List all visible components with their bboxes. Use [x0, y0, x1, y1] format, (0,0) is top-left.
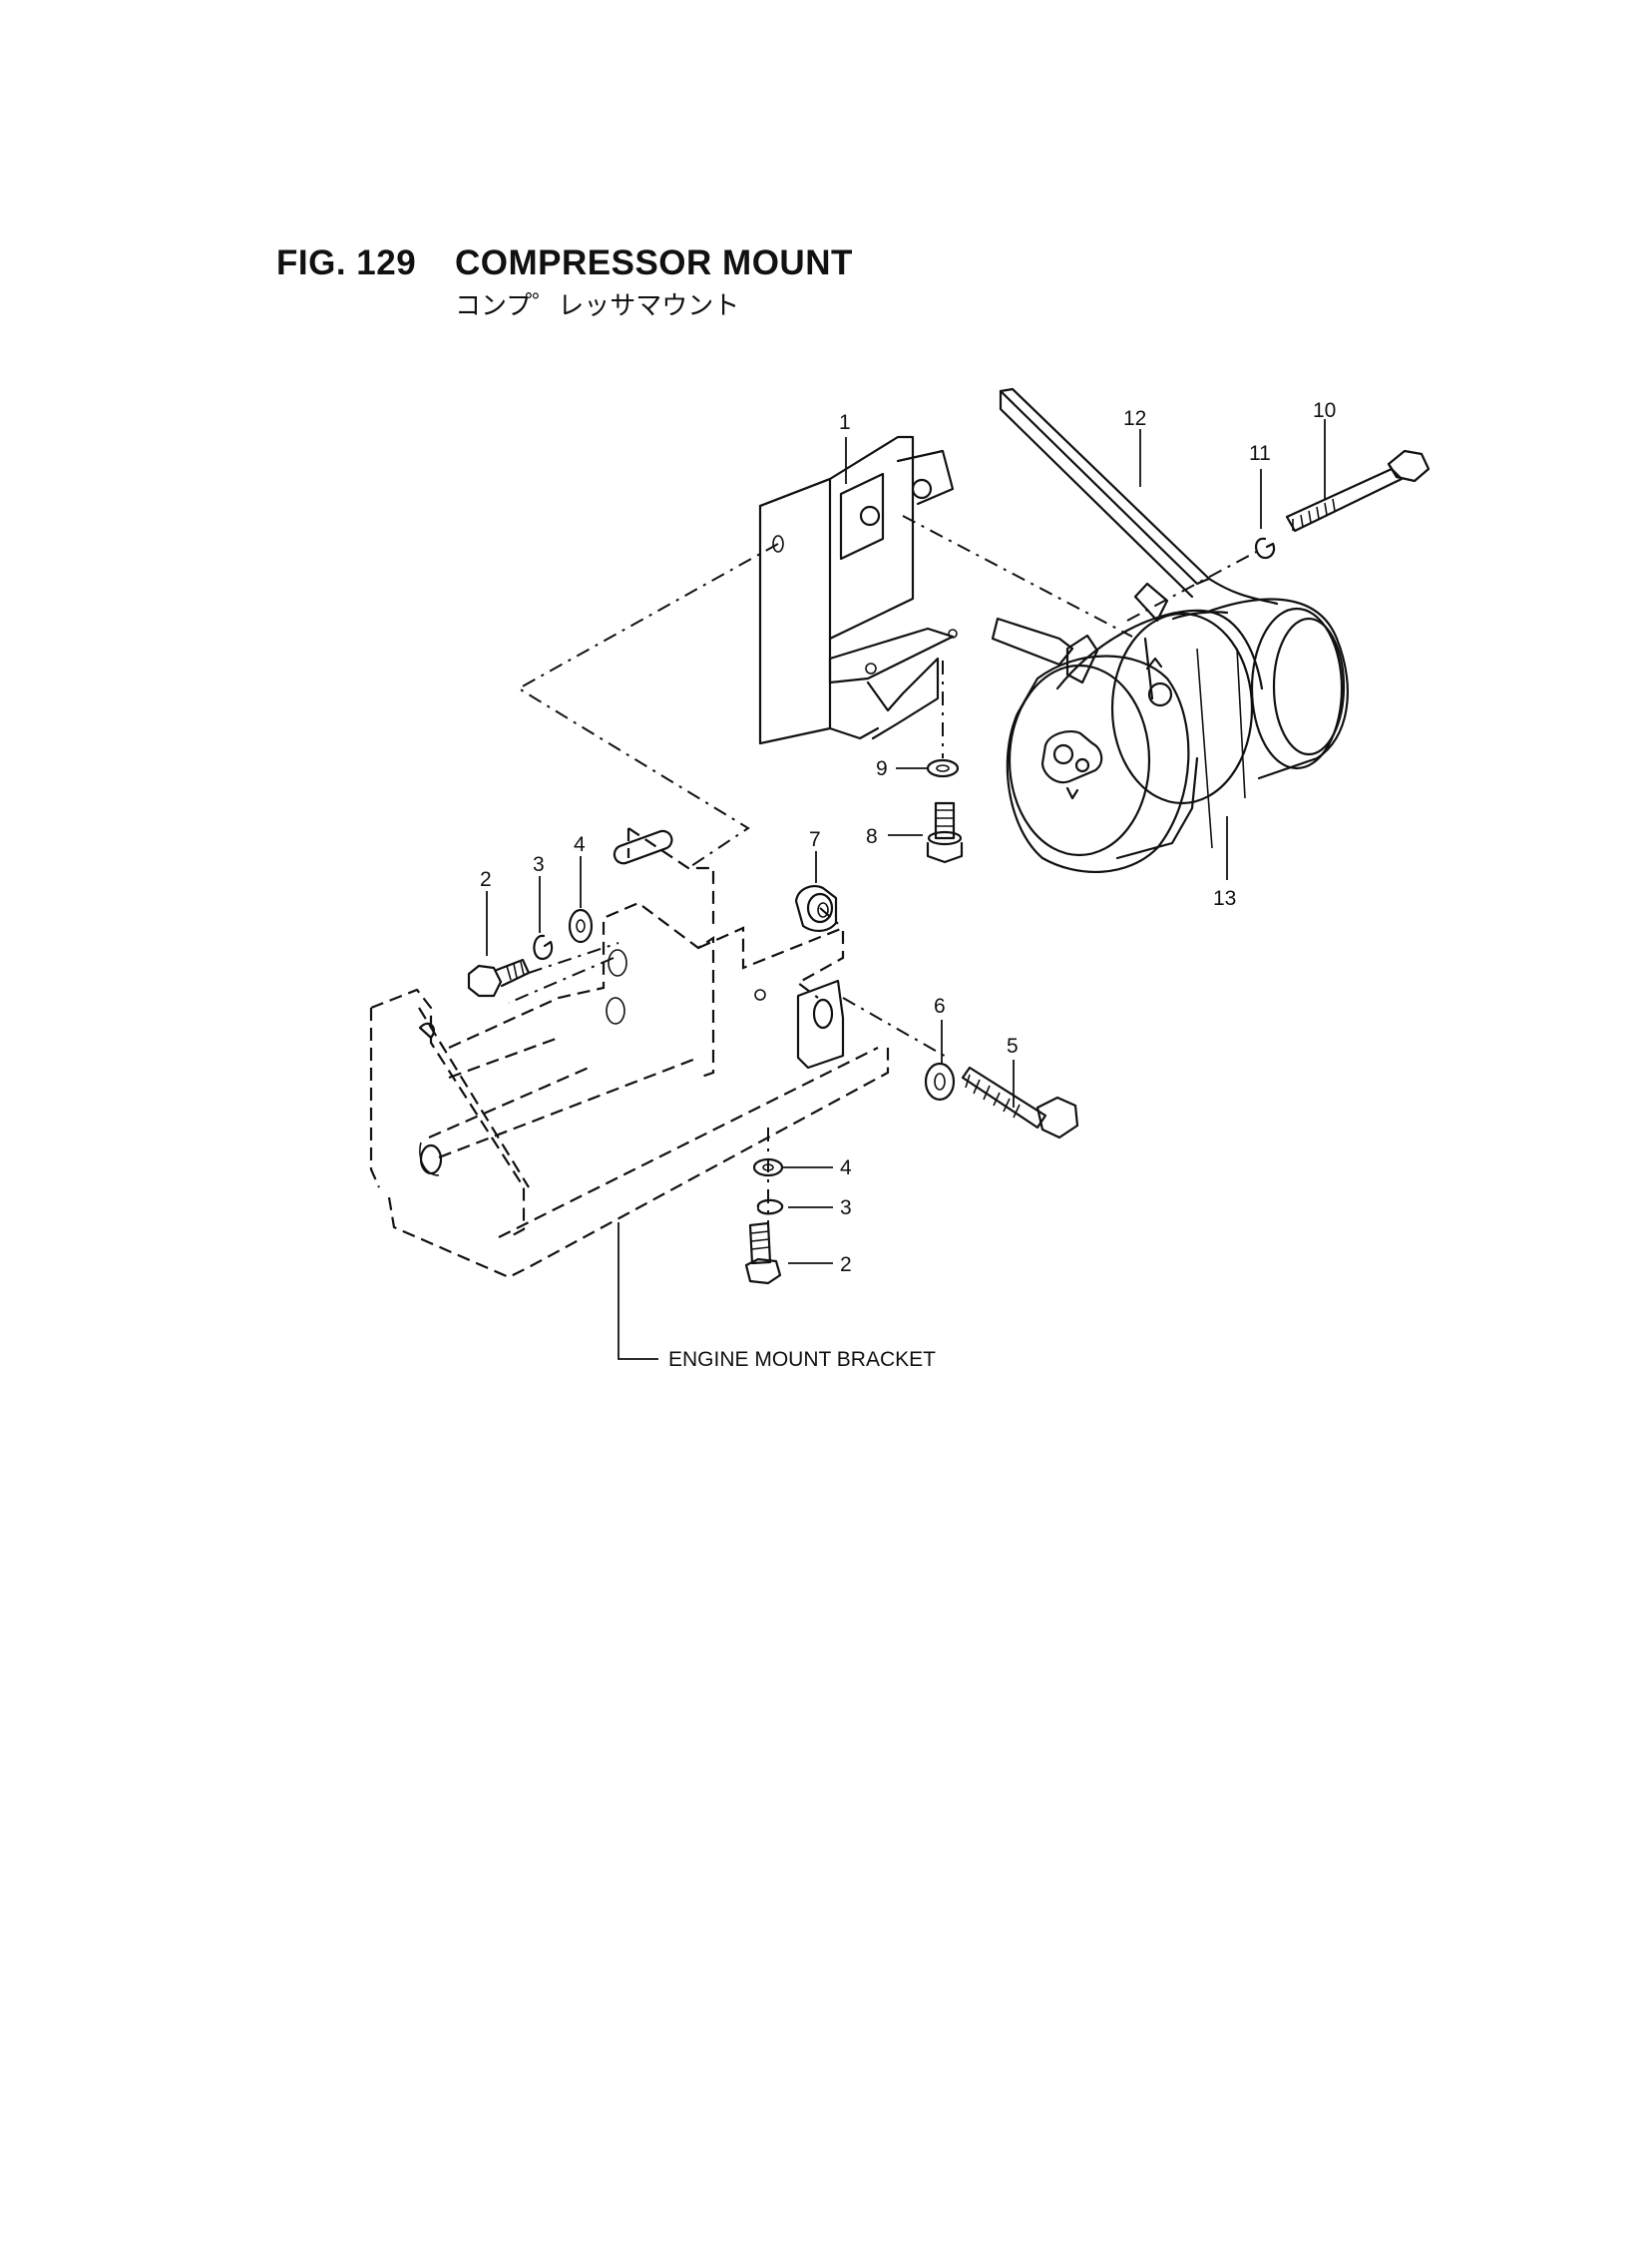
callout-1: 1 [839, 411, 851, 434]
bolt-part-8 [926, 801, 964, 864]
callout-7: 7 [809, 828, 821, 851]
bolt-part-2-lower [744, 1221, 782, 1285]
compressor-bracket-part-1 [758, 435, 958, 745]
engine-mount-bracket [369, 827, 890, 1279]
callout-9: 9 [876, 757, 888, 780]
callout-3-upper: 3 [533, 853, 545, 876]
bolt-part-5 [961, 1066, 1079, 1139]
figure-title: COMPRESSOR MOUNT [455, 243, 853, 282]
engine-mount-bracket-label: ENGINE MOUNT BRACKET [668, 1348, 936, 1371]
compressor-part-13 [991, 582, 1349, 873]
callout-5: 5 [1007, 1035, 1019, 1058]
callout-4-upper: 4 [574, 833, 586, 856]
callout-11: 11 [1249, 442, 1271, 465]
assembly-centerlines [508, 515, 1263, 1227]
callout-leaders [486, 419, 1326, 1360]
callout-4-lower: 4 [840, 1156, 852, 1179]
drive-belt-part-12 [999, 387, 1279, 606]
callout-8: 8 [866, 825, 878, 848]
callout-12: 12 [1123, 407, 1146, 430]
bolt-part-2-upper [467, 958, 531, 998]
callout-6: 6 [934, 995, 946, 1018]
callout-2-upper: 2 [480, 868, 492, 891]
callout-13: 13 [1213, 887, 1236, 910]
lockwasher-part-3-lower [756, 1198, 784, 1215]
callout-2-lower: 2 [840, 1253, 852, 1276]
callout-3-lower: 3 [840, 1196, 852, 1219]
bolt-part-10 [1285, 449, 1431, 533]
callout-10: 10 [1313, 399, 1336, 422]
figure-subtitle-japanese: コンプ゜レッサマウント [455, 291, 740, 321]
spacer-part-7 [794, 884, 838, 932]
figure-number: FIG. 129 [276, 243, 417, 282]
lockwasher-part-3-upper [533, 934, 554, 961]
washer-part-9 [926, 758, 960, 778]
lockwasher-part-11 [1255, 537, 1276, 560]
washer-part-6 [924, 1062, 956, 1102]
washer-part-4-upper [568, 908, 594, 944]
